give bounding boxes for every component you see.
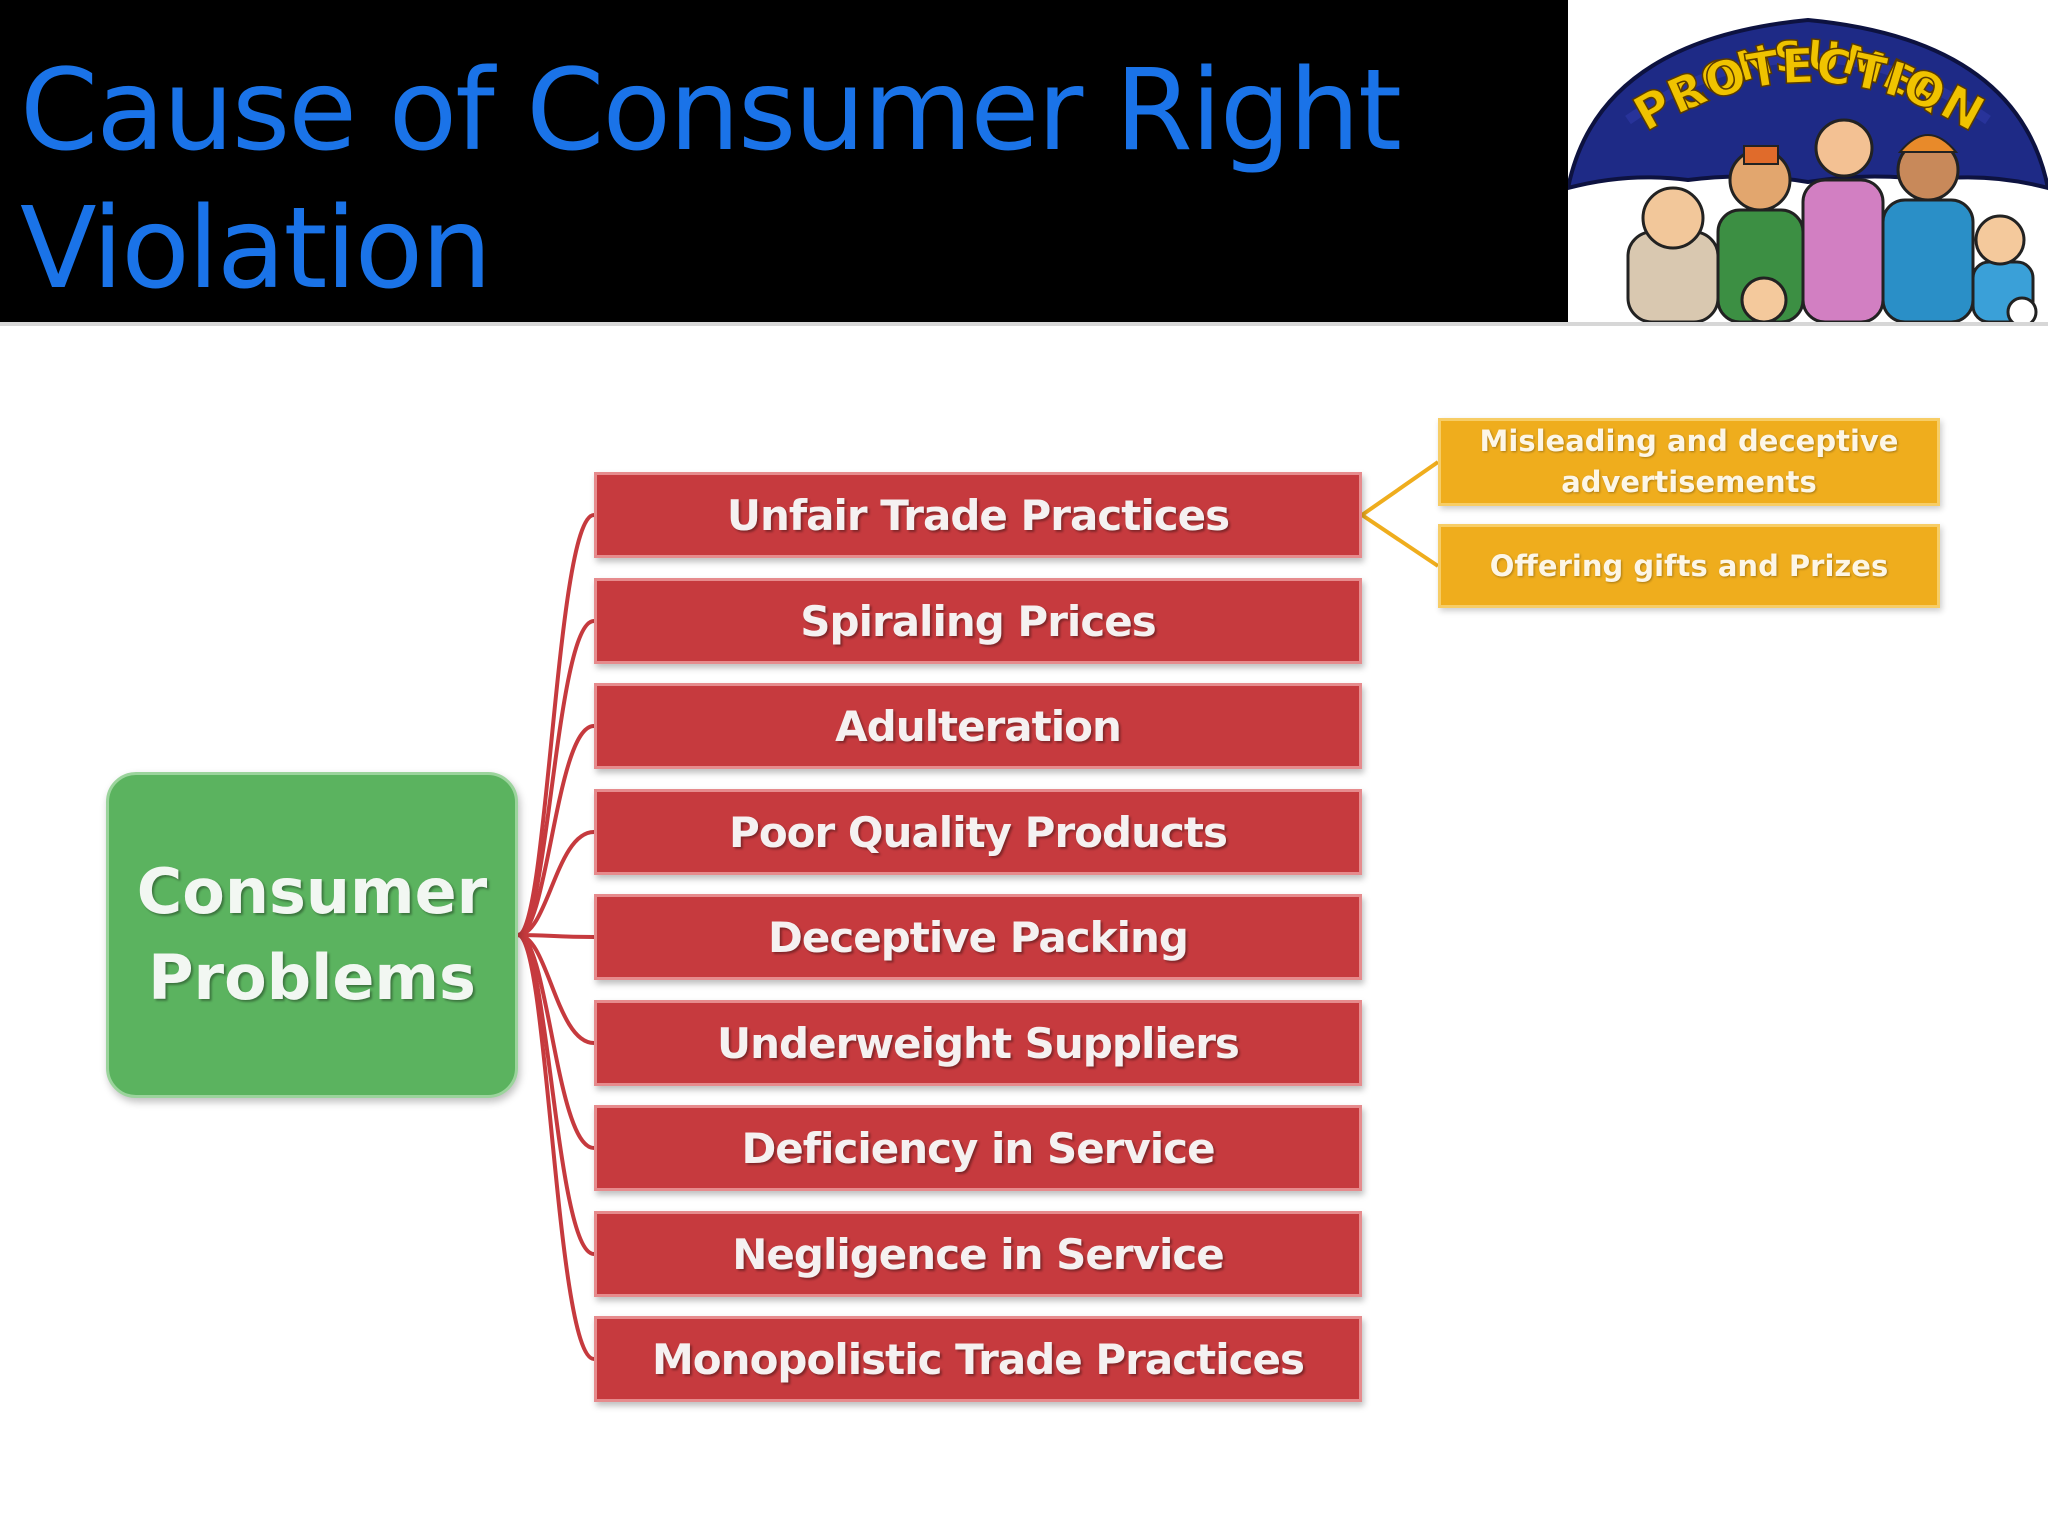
connector-line bbox=[517, 933, 595, 1361]
root-label-line-2: Problems bbox=[148, 941, 476, 1014]
connector-line bbox=[517, 933, 595, 939]
header-divider bbox=[0, 322, 2048, 326]
category-node-adulteration: Adulteration bbox=[594, 683, 1362, 769]
category-node-unfair-trade-practices: Unfair Trade Practices bbox=[594, 472, 1362, 558]
root-node-consumer-problems: Consumer Problems bbox=[106, 772, 518, 1098]
root-label-line-1: Consumer bbox=[136, 855, 488, 928]
title-bar: Cause of Consumer Right Violation bbox=[0, 0, 1568, 322]
category-node-deficiency-in-service: Deficiency in Service bbox=[594, 1105, 1362, 1191]
category-node-underweight-suppliers: Underweight Suppliers bbox=[594, 1000, 1362, 1086]
connector-line bbox=[517, 830, 595, 937]
subcategory-node-misleading-advertisements: Misleading and deceptive advertisements bbox=[1438, 418, 1940, 506]
subcategory-node-offering-gifts: Offering gifts and Prizes bbox=[1438, 524, 1940, 608]
consumer-protection-umbrella-icon: CONSUMER PROTECTION bbox=[1568, 17, 2048, 322]
category-node-poor-quality-products: Poor Quality Products bbox=[594, 789, 1362, 875]
category-node-negligence-in-service: Negligence in Service bbox=[594, 1211, 1362, 1297]
category-node-spiraling-prices: Spiraling Prices bbox=[594, 578, 1362, 664]
connector-line bbox=[517, 933, 595, 1256]
subcategory-connector-line bbox=[1360, 513, 1440, 568]
family-cartoon-icon bbox=[1626, 118, 2038, 322]
connector-line bbox=[517, 724, 595, 937]
root-node-label: Consumer Problems bbox=[137, 849, 488, 1021]
category-node-monopolistic-trade-practices: Monopolistic Trade Practices bbox=[594, 1316, 1362, 1402]
slide-title: Cause of Consumer Right Violation bbox=[20, 46, 1402, 314]
connector-line bbox=[517, 619, 595, 937]
consumer-protection-logo: CONSUMER PROTECTION bbox=[1568, 0, 2048, 322]
connector-lines bbox=[517, 460, 1440, 1361]
subcategory-connector-line bbox=[1360, 460, 1440, 517]
category-node-deceptive-packing: Deceptive Packing bbox=[594, 894, 1362, 980]
consumer-problems-diagram: Consumer Problems Unfair Trade Practices… bbox=[0, 326, 2048, 1536]
connector-line bbox=[517, 933, 595, 1045]
